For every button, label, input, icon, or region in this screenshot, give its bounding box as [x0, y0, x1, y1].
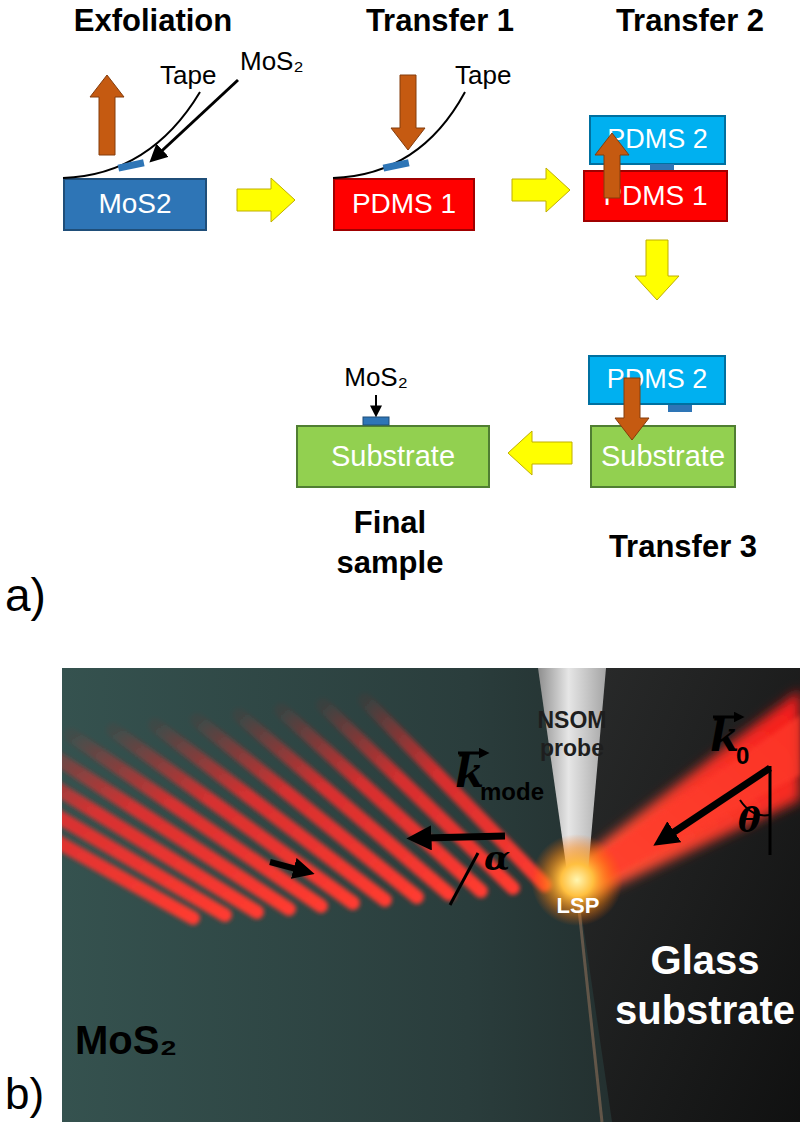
interference-fringes	[62, 700, 545, 918]
panel-letter: a)	[5, 568, 75, 623]
fringe	[62, 755, 193, 918]
part-label: Tape	[160, 60, 250, 91]
motion-arrow	[90, 75, 124, 155]
fringe	[155, 725, 385, 900]
substrate-box: Substrate	[296, 425, 490, 488]
pdms-box: PDMS 1	[333, 178, 475, 231]
part-label: MoS₂	[240, 46, 330, 77]
process-arrow	[512, 168, 570, 212]
part-label: Tape	[455, 60, 545, 91]
fringe	[197, 720, 417, 897]
box-text: PDMS 2	[607, 125, 708, 155]
fringe	[71, 735, 321, 906]
vector-subscript: 0	[736, 742, 766, 771]
nsom-probe	[538, 668, 606, 879]
mos2-flake	[668, 405, 692, 412]
normal-line	[769, 766, 772, 855]
kmode-vector	[424, 836, 505, 838]
part-label: MoS₂	[331, 362, 421, 393]
glass-region	[578, 668, 800, 1122]
substrate-box: Substrate	[590, 425, 736, 488]
crystal-box: MoS2	[63, 178, 207, 231]
mos2-flake	[363, 417, 389, 425]
box-text: PDMS 1	[603, 181, 707, 212]
fringe	[62, 745, 257, 912]
step-heading: Transfer 2	[580, 2, 800, 39]
process-arrow	[508, 431, 572, 475]
box-text: Substrate	[601, 441, 725, 473]
beam-core	[572, 715, 800, 888]
step-heading: Transfer 1	[310, 2, 570, 39]
fringe	[281, 710, 481, 891]
tape	[333, 92, 465, 178]
box-text: PDMS 1	[352, 189, 456, 220]
region-label: MoS₂	[75, 1016, 235, 1064]
panel-letter: b)	[5, 1068, 75, 1121]
process-arrow	[635, 240, 679, 300]
angle-symbol: α	[484, 838, 524, 879]
pdms-box: PDMS 2	[589, 115, 726, 165]
box-text: Substrate	[331, 441, 455, 473]
pdms-box: PDMS 2	[588, 355, 726, 405]
lsp-label: LSP	[538, 893, 618, 919]
tape	[63, 92, 200, 178]
step-heading: Transfer 3	[573, 528, 793, 565]
motion-arrow	[391, 75, 425, 150]
box-text: MoS2	[98, 189, 171, 220]
angle-symbol: θ	[738, 800, 778, 841]
step-heading: Exfoliation	[23, 2, 283, 39]
fringe	[62, 750, 225, 915]
fringe	[62, 740, 289, 909]
fringe	[113, 730, 353, 903]
pdms-box: PDMS 1	[583, 170, 728, 222]
leader-arrow	[375, 395, 377, 415]
mos2-background	[62, 668, 800, 1122]
fringe-pointer	[270, 862, 300, 870]
process-arrow	[237, 178, 295, 222]
vector-subscript: mode	[480, 778, 570, 807]
mos2-flake	[383, 159, 410, 171]
step-heading: Final sample	[315, 503, 465, 583]
boundary-line	[578, 900, 602, 1122]
region-label: Glass substrate	[605, 935, 800, 1035]
probe-label: NSOM probe	[522, 706, 622, 762]
box-text: PDMS 2	[607, 365, 708, 395]
alpha-line	[450, 853, 478, 905]
mos2-flake	[118, 159, 145, 171]
leader-arrow	[152, 80, 238, 160]
fringe	[239, 715, 449, 894]
lsp-glow	[531, 834, 623, 926]
